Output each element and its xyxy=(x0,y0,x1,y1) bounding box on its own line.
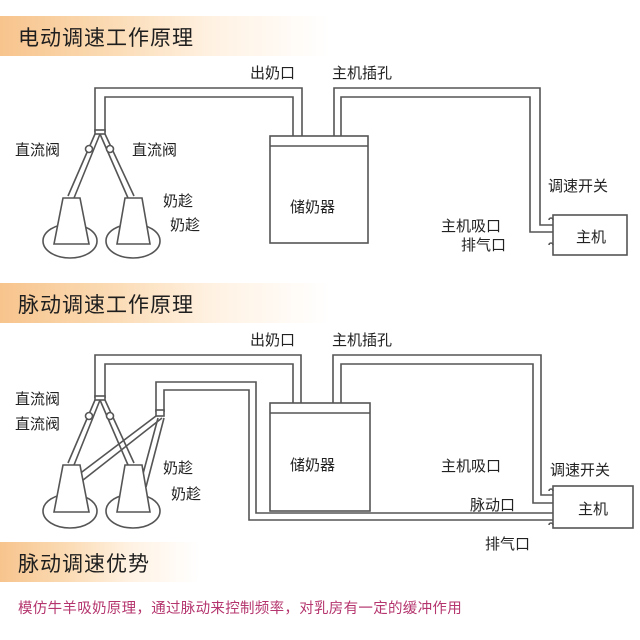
label-pulse-host: 主机 xyxy=(578,500,608,518)
pulse-pipe-outer xyxy=(155,381,553,514)
pulse-y-junction xyxy=(94,395,106,401)
pulse-host-port-1 xyxy=(548,488,554,492)
host-port-1 xyxy=(548,217,554,221)
label-pulse-exhaust: 排气口 xyxy=(485,535,530,553)
section-banner-pulse xyxy=(0,283,330,323)
label-pulse-breast-shield-1: 奶趁 xyxy=(163,459,193,477)
right-branch-a xyxy=(99,133,129,199)
breast-shield-right-cone xyxy=(116,197,151,245)
label-container: 储奶器 xyxy=(290,198,335,216)
section-title-pulse: 脉动调速工作原理 xyxy=(18,293,194,317)
label-pulse-valve-2: 直流阀 xyxy=(15,415,60,433)
advantage-description: 模仿牛羊吸奶原理，通过脉动来控制频率，对乳房有一定的缓冲作用 xyxy=(18,601,462,617)
host-pipe-inner xyxy=(340,96,553,233)
label-pulse-breast-shield-2: 奶趁 xyxy=(171,485,201,503)
section-title-electric: 电动调速工作原理 xyxy=(18,26,194,50)
pulse-valve-2-icon xyxy=(105,411,115,421)
label-host-suction: 主机吸口 xyxy=(441,217,501,235)
host-pipe-outer xyxy=(333,87,553,226)
milk-pipe-outer xyxy=(94,87,303,136)
label-pulse-host-suction: 主机吸口 xyxy=(441,457,501,475)
milk-pipe-inner xyxy=(104,96,294,136)
pulse-milk-pipe-outer xyxy=(94,354,302,403)
label-exhaust: 排气口 xyxy=(461,236,506,254)
pulse-host-pipe-outer xyxy=(332,354,553,496)
pulse-host-pipe-inner xyxy=(340,363,553,504)
pulse-breast-shield-left-cone xyxy=(53,464,90,513)
section-title-advantage: 脉动调速优势 xyxy=(18,552,150,576)
pulse-right-branch-b xyxy=(104,399,135,464)
pulse-milk-pipe-inner xyxy=(104,363,294,403)
label-pulse-speed-switch: 调速开关 xyxy=(550,461,610,479)
label-milk-outlet: 出奶口 xyxy=(250,64,295,82)
label-breast-shield-1: 奶趁 xyxy=(163,192,193,210)
label-host-socket: 主机插孔 xyxy=(332,64,392,82)
pulse-junction xyxy=(155,409,165,417)
host-port-2 xyxy=(548,242,554,246)
label-pulse-port: 脉动口 xyxy=(470,496,515,514)
valve-left-icon xyxy=(84,144,94,154)
section-banner-electric xyxy=(0,16,330,56)
pulse-branch-right-b xyxy=(145,417,165,488)
pulse-left-branch-b xyxy=(73,399,101,466)
pulse-breast-shield-right-cone xyxy=(116,464,151,513)
label-pulse-container: 储奶器 xyxy=(290,456,335,474)
valve-right-icon xyxy=(105,144,115,154)
pulse-diagram: 直流阀 直流阀 奶趁 奶趁 出奶口 主机插孔 储奶器 主机吸口 调速开关 脉动口… xyxy=(15,331,634,553)
section-banner-advantage xyxy=(0,542,200,582)
electric-diagram: 直流阀 直流阀 奶趁 奶趁 出奶口 主机插孔 储奶器 调速开关 主机吸口 排气口… xyxy=(15,64,628,259)
label-speed-switch: 调速开关 xyxy=(548,177,608,195)
label-host: 主机 xyxy=(576,228,606,246)
left-branch-a xyxy=(67,133,96,197)
pulse-milk-container xyxy=(269,402,371,512)
left-branch-b xyxy=(73,133,101,199)
label-pulse-milk-outlet: 出奶口 xyxy=(250,331,295,349)
breast-shield-left-cone xyxy=(53,197,90,245)
right-branch-b xyxy=(104,133,135,197)
milk-container xyxy=(269,135,369,244)
pulse-host-port-2 xyxy=(548,522,554,526)
pulse-valve-1-icon xyxy=(84,411,94,421)
pulse-branch-left-a xyxy=(73,415,157,479)
pulse-left-branch-a xyxy=(67,399,96,464)
label-valve-right: 直流阀 xyxy=(132,141,177,159)
pulse-host-unit xyxy=(552,485,634,529)
pulse-right-branch-a xyxy=(99,399,129,466)
host-unit xyxy=(552,214,628,256)
label-valve-left: 直流阀 xyxy=(15,141,60,159)
label-breast-shield-2: 奶趁 xyxy=(170,216,200,234)
pulse-pipe-inner xyxy=(163,389,553,521)
pulse-branch-left-b xyxy=(77,417,163,485)
y-junction xyxy=(94,129,106,135)
label-pulse-valve-1: 直流阀 xyxy=(15,390,60,408)
label-pulse-host-socket: 主机插孔 xyxy=(332,331,392,349)
